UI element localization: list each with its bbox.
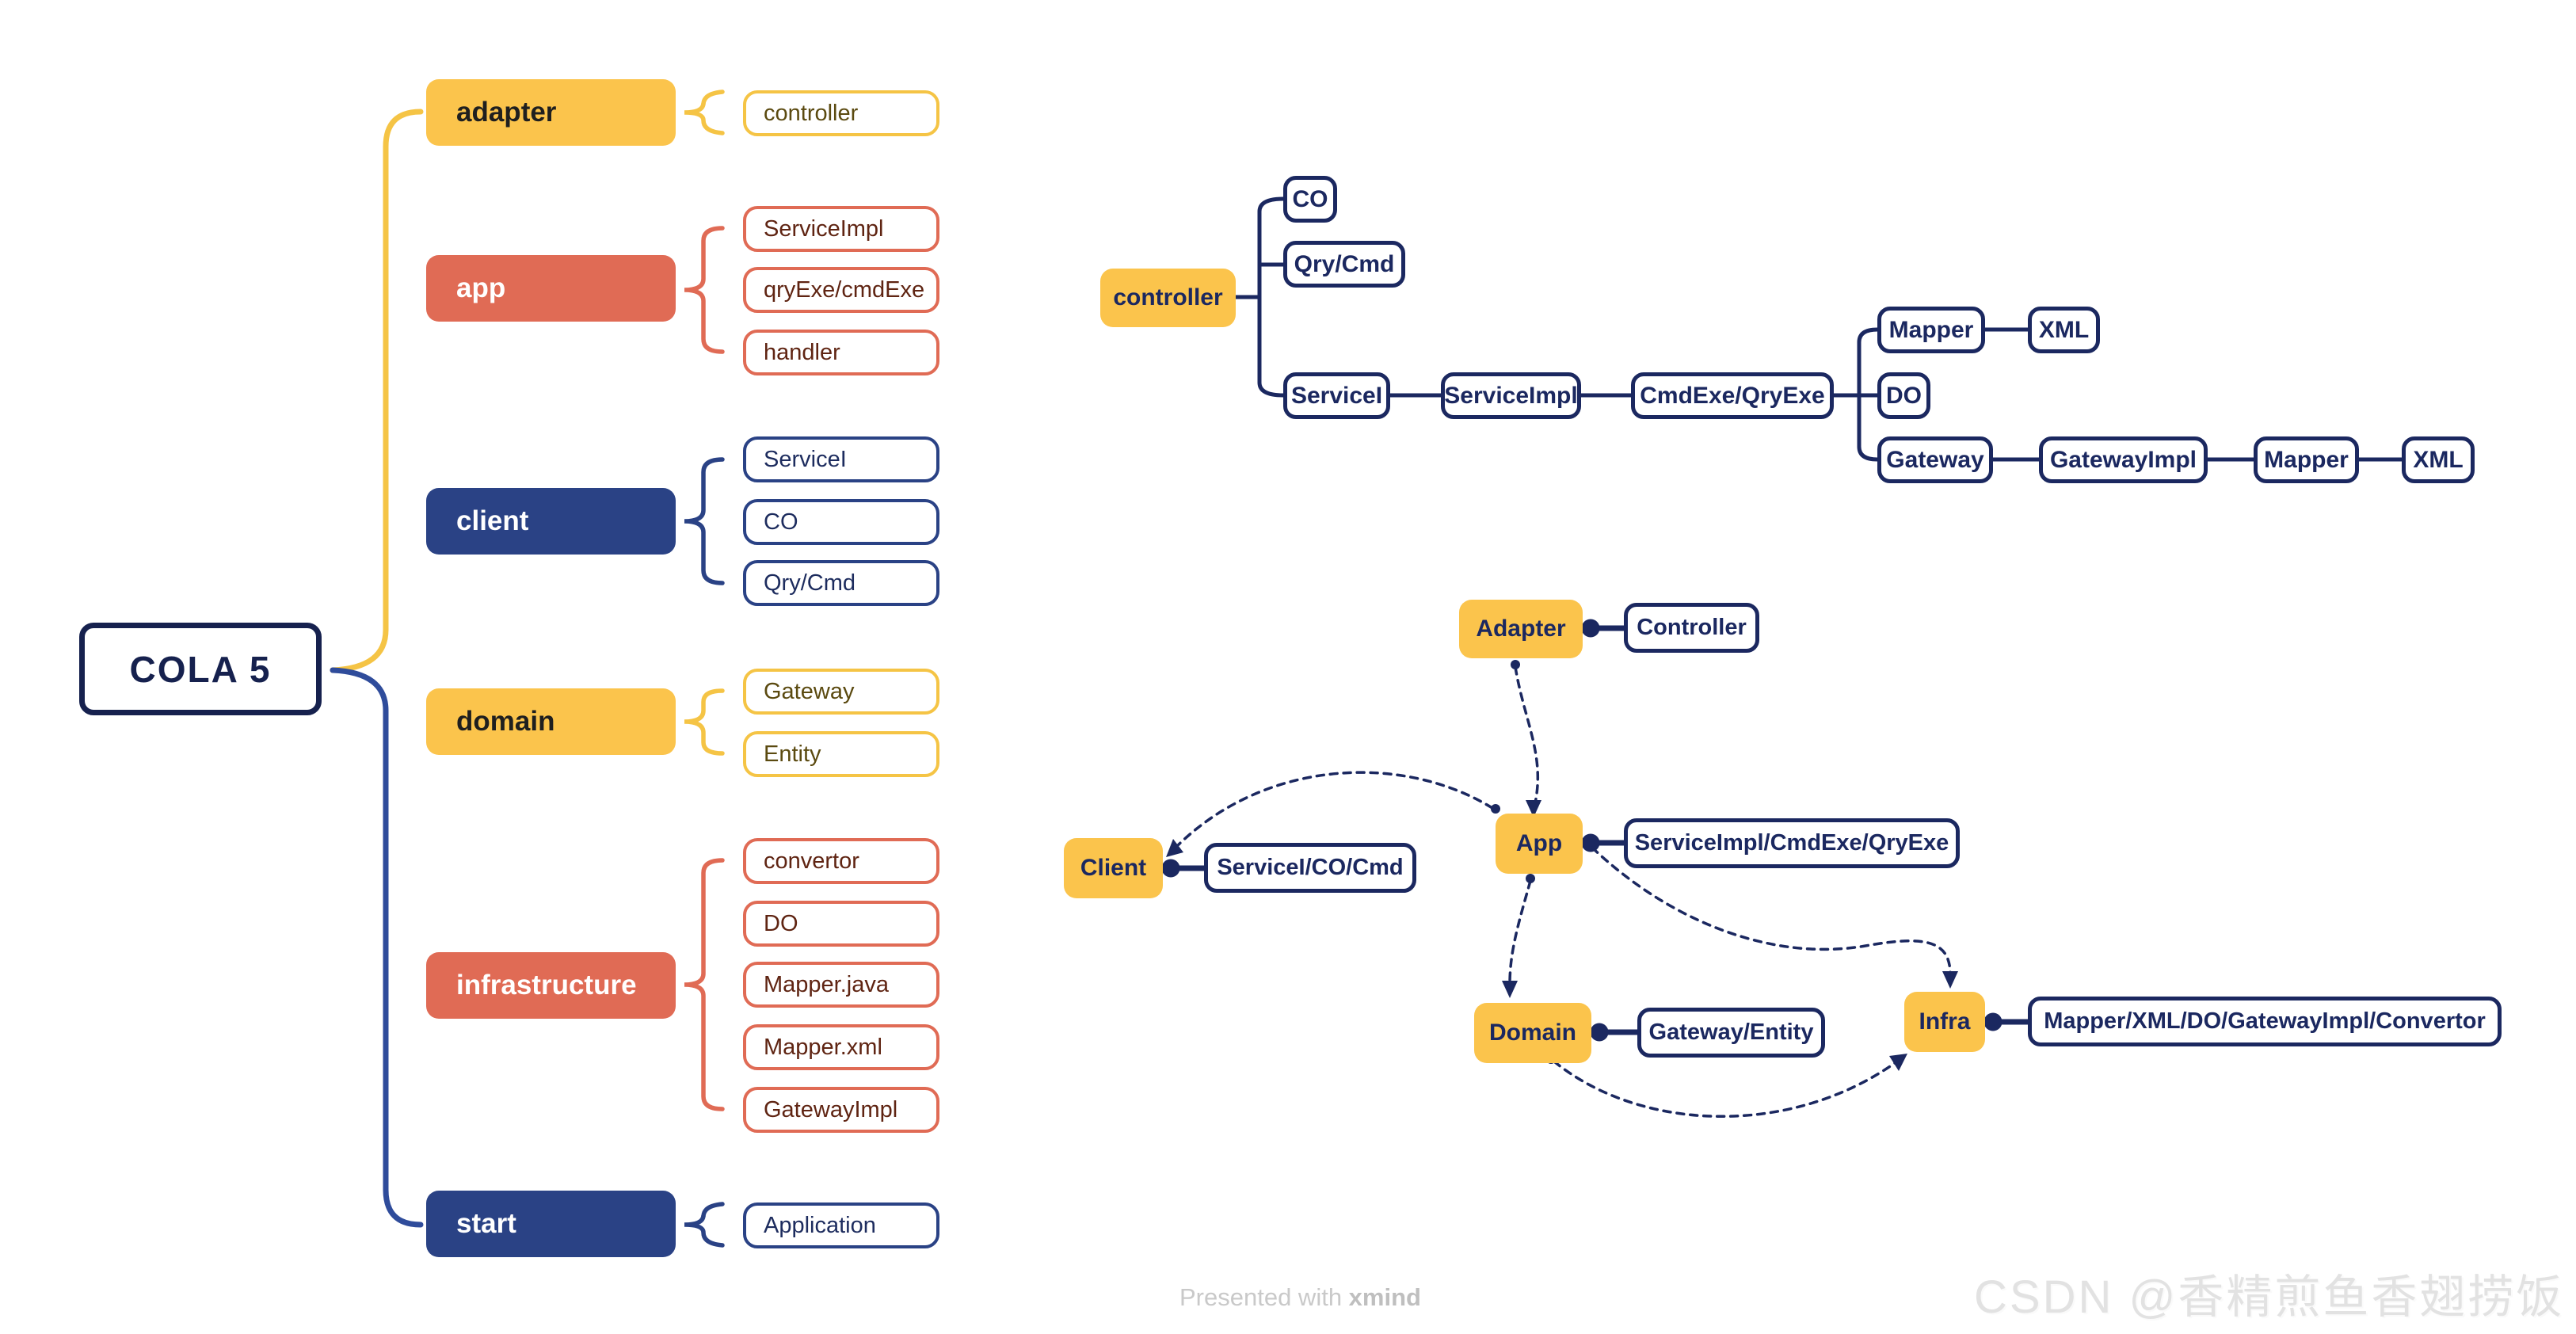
arch-client-detail[interactable]: ServiceI/CO/Cmd: [1204, 843, 1416, 893]
leaf-servicei[interactable]: ServiceI: [743, 436, 939, 482]
arrow-app-to-client: [1172, 771, 1494, 851]
branch-app[interactable]: app: [426, 255, 676, 322]
flow-gateway[interactable]: Gateway: [1877, 436, 1993, 483]
arch-solid-links: [1161, 619, 2028, 1042]
leaf-application[interactable]: Application: [743, 1203, 939, 1248]
flow-qry-cmd[interactable]: Qry/Cmd: [1283, 241, 1405, 288]
flow-serviceimpl[interactable]: ServiceImpl: [1441, 372, 1581, 419]
leaf-co[interactable]: CO: [743, 499, 939, 545]
flow-xml-bottom[interactable]: XML: [2402, 436, 2475, 483]
arrow-adapter-to-app: [1514, 665, 1540, 808]
flow-co[interactable]: CO: [1283, 176, 1337, 223]
flow-cmdexe-qryexe[interactable]: CmdExe/QryExe: [1631, 372, 1834, 419]
presented-prefix: Presented with: [1179, 1283, 1349, 1311]
arrow-heads: [1166, 800, 1958, 1071]
leaf-serviceimpl[interactable]: ServiceImpl: [743, 206, 939, 252]
arrow-domain-to-infra: [1553, 1060, 1896, 1119]
arch-adapter[interactable]: Adapter: [1459, 600, 1583, 658]
arch-domain-detail[interactable]: Gateway/Entity: [1637, 1008, 1825, 1058]
leaf-qry-cmd[interactable]: Qry/Cmd: [743, 560, 939, 606]
branch-client[interactable]: client: [426, 488, 676, 555]
xmind-brand: xmind: [1348, 1283, 1421, 1311]
leaf-mapper-java[interactable]: Mapper.java: [743, 962, 939, 1008]
leaf-gateway[interactable]: Gateway: [743, 669, 939, 715]
flow-xml-top[interactable]: XML: [2028, 307, 2100, 353]
arch-infra-detail[interactable]: Mapper/XML/DO/GatewayImpl/Convertor: [2028, 997, 2502, 1046]
arch-dependency-arrows: [1172, 665, 1952, 1119]
brace-app: [684, 226, 725, 354]
branch-adapter[interactable]: adapter: [426, 79, 676, 146]
leaf-do[interactable]: DO: [743, 901, 939, 947]
leaf-gatewayimpl[interactable]: GatewayImpl: [743, 1087, 939, 1133]
leaf-entity[interactable]: Entity: [743, 731, 939, 777]
flow-mapper-bottom[interactable]: Mapper: [2254, 436, 2359, 483]
arch-controller[interactable]: Controller: [1624, 603, 1759, 653]
brace-domain: [684, 688, 725, 756]
brace-start: [684, 1202, 725, 1248]
arrow-app-to-domain: [1508, 879, 1532, 985]
leaf-qryexe-cmdexe[interactable]: qryExe/cmdExe: [743, 267, 939, 313]
branch-infrastructure[interactable]: infrastructure: [426, 952, 676, 1019]
brace-client: [684, 457, 725, 585]
flow-mapper-top[interactable]: Mapper: [1877, 307, 1985, 353]
arrow-app-to-infra: [1591, 846, 1952, 976]
arch-infra[interactable]: Infra: [1904, 992, 1985, 1052]
arch-app-detail[interactable]: ServiceImpl/CmdExe/QryExe: [1624, 818, 1960, 868]
flow-do[interactable]: DO: [1877, 372, 1930, 419]
flow-servicei[interactable]: ServiceI: [1283, 372, 1390, 419]
leaf-controller[interactable]: controller: [743, 90, 939, 136]
leaf-handler[interactable]: handler: [743, 330, 939, 375]
branch-start[interactable]: start: [426, 1191, 676, 1257]
arch-domain[interactable]: Domain: [1474, 1003, 1591, 1063]
root-node-cola5[interactable]: COLA 5: [79, 623, 322, 715]
brace-adapter: [684, 90, 725, 135]
flow-tree-connectors: [1236, 196, 2402, 462]
leaf-convertor[interactable]: convertor: [743, 838, 939, 884]
flow-gatewayimpl[interactable]: GatewayImpl: [2039, 436, 2208, 483]
branch-domain[interactable]: domain: [426, 688, 676, 755]
csdn-watermark: CSDN @香精煎鱼香翅捞饭: [1974, 1271, 2565, 1323]
flow-root-controller[interactable]: controller: [1100, 269, 1236, 327]
arch-app[interactable]: App: [1496, 814, 1583, 874]
root-brace: [330, 109, 424, 1228]
presented-with-credit: Presented with xmind: [1179, 1283, 1421, 1312]
brace-infrastructure: [684, 858, 725, 1111]
leaf-mapper-xml[interactable]: Mapper.xml: [743, 1024, 939, 1070]
arch-client[interactable]: Client: [1064, 838, 1163, 898]
